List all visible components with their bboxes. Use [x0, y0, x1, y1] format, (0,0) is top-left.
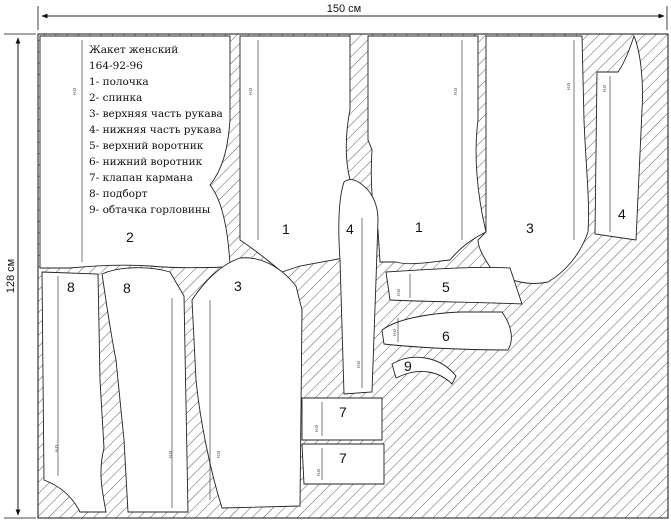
piece-facing-right	[101, 267, 189, 513]
fold-mark: н.о	[168, 451, 174, 458]
fold-mark: н.о	[316, 469, 322, 476]
piece-number-sleeve-under-middle: 4	[346, 221, 354, 237]
piece-collar-under	[381, 311, 512, 351]
piece-collar-top	[385, 267, 523, 305]
fold-mark: н.о	[248, 88, 254, 95]
fold-mark: н.о	[566, 83, 572, 90]
piece-number-flap-top: 7	[339, 404, 347, 420]
fold-mark: н.о	[72, 88, 78, 95]
legend-item: 6- нижний воротник	[89, 156, 203, 168]
piece-number-sleeve-top-right: 3	[526, 220, 534, 236]
piece-number-sleeve-top-left: 3	[234, 278, 242, 294]
piece-number-facing-left: 8	[67, 279, 75, 295]
legend-item: 9- обтачка горловины	[89, 204, 210, 216]
legend-item: 8- подборт	[89, 188, 148, 200]
piece-sleeve-under-middle	[338, 179, 379, 395]
piece-number-front-right: 1	[415, 219, 423, 235]
piece-flap-bottom	[301, 443, 385, 485]
width-dimension: 150 см	[37, 3, 668, 30]
piece-number-facing-right: 8	[123, 280, 131, 296]
legend-item: 2- спинка	[89, 92, 142, 104]
piece-neck-facing	[391, 356, 457, 385]
piece-sleeve-top-left	[191, 257, 303, 509]
legend-item: 3- верхняя часть рукава	[89, 108, 223, 120]
piece-sleeve-under-right	[594, 34, 643, 241]
legend-item: 4- нижняя часть рукава	[89, 124, 222, 136]
piece-front-right	[367, 35, 487, 265]
legend-item: 5- верхний воротник	[89, 140, 204, 152]
piece-number-neck-facing: 9	[404, 358, 412, 374]
legend-item: 1- полочка	[89, 76, 149, 88]
height-dimension: 128 см	[4, 33, 36, 519]
piece-number-collar-under: 6	[442, 328, 450, 344]
width-label: 150 см	[327, 3, 361, 15]
fold-mark: н.о	[356, 361, 362, 368]
piece-number-collar-top: 5	[442, 279, 450, 295]
fold-mark: н.о	[396, 289, 402, 296]
fold-mark: н.о	[602, 85, 608, 92]
fold-mark: н.о	[392, 329, 398, 336]
legend-size: 164-92-96	[89, 60, 143, 72]
legend-title: Жакет женский	[89, 44, 178, 56]
fold-mark: н.о	[453, 88, 459, 95]
piece-number-flap-bottom: 7	[339, 450, 347, 466]
piece-number-sleeve-under-right: 4	[618, 206, 626, 222]
fold-mark: н.о	[314, 425, 320, 432]
height-label: 128 см	[5, 259, 17, 293]
piece-number-front-left: 1	[282, 221, 290, 237]
piece-number-back: 2	[126, 229, 134, 245]
fold-mark: н.о	[216, 451, 222, 458]
fold-mark: н.о	[54, 445, 60, 452]
legend-item: 7- клапан кармана	[89, 172, 193, 184]
legend: Жакет женский 164-92-96 1- полочка 2- сп…	[89, 44, 223, 216]
piece-facing-left	[41, 271, 107, 513]
piece-sleeve-top-right	[477, 35, 589, 284]
